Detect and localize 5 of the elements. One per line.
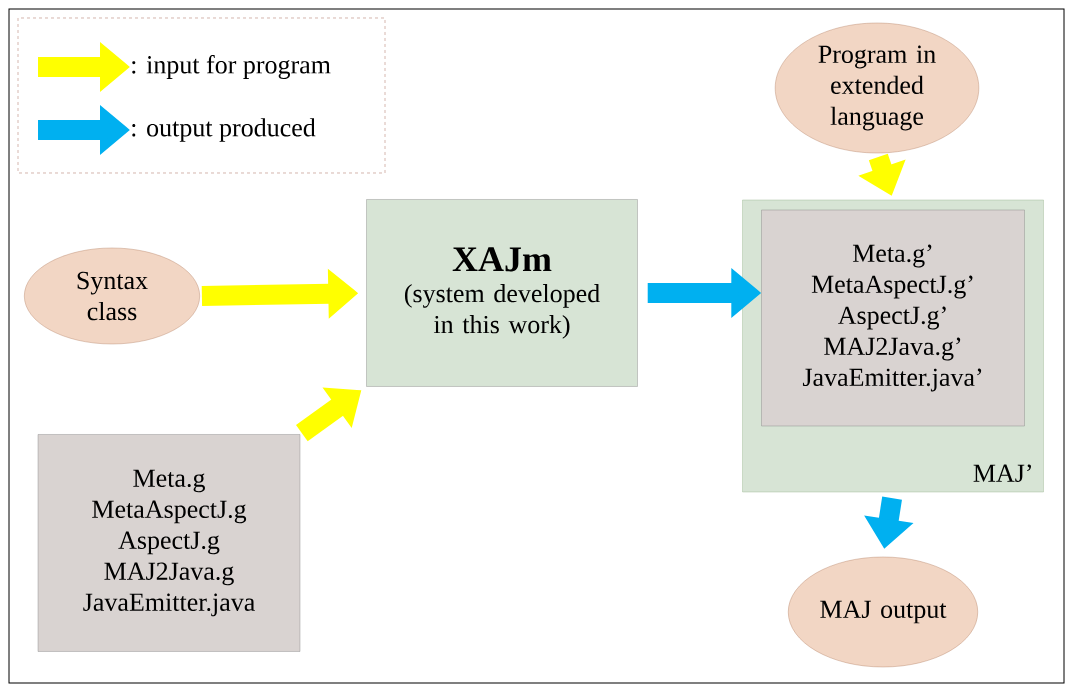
legend-text: : output produced — [132, 118, 316, 142]
file-box: Meta.g’ MetaAspectJ.g’ AspectJ.g’ MAJ2Java.g’ JavaEmitter.java’ — [761, 209, 1025, 427]
system-box: XAJm (system developed in this work) — [366, 199, 638, 387]
file-box: Meta.g MetaAspectJ.g AspectJ.g MAJ2Java.g JavaEmitter.java — [37, 434, 301, 652]
legend-text: : input for program — [132, 55, 331, 79]
